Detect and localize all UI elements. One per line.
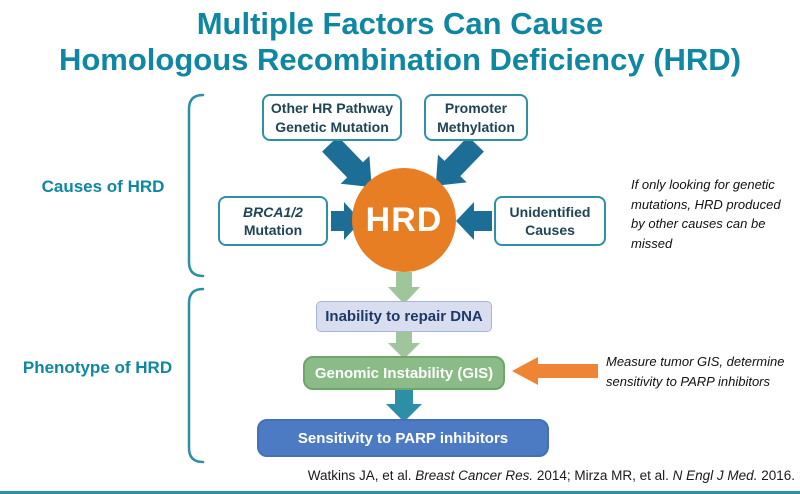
box-other-hr-pathway: Other HR Pathway Genetic Mutation xyxy=(262,94,402,141)
title-line1: Multiple Factors Can Cause xyxy=(196,6,604,41)
arrow-gis-to-parp xyxy=(386,389,422,422)
box-sensitivity-parp: Sensitivity to PARP inhibitors xyxy=(257,419,549,457)
causes-bracket xyxy=(187,93,205,278)
citation-part2: 2014; Mirza MR, et al. xyxy=(533,468,673,483)
box-brca-line1: BRCA1/2 xyxy=(243,203,303,220)
box-unidentified-line1: Unidentified xyxy=(509,203,591,220)
note-measure-gis: Measure tumor GIS, determine sensitivity… xyxy=(606,354,785,389)
box-unidentified-causes: Unidentified Causes xyxy=(494,196,606,246)
box-other-hr-line1: Other HR Pathway xyxy=(270,100,394,117)
page-title: Multiple Factors Can Cause Homologous Re… xyxy=(0,6,800,78)
arrow-hrd-to-inability xyxy=(388,272,420,304)
phenotype-section-label: Phenotype of HRD xyxy=(22,358,173,377)
phenotype-bracket xyxy=(187,287,205,464)
citation-journal2: N Engl J Med. xyxy=(672,468,758,483)
hrd-label: HRD xyxy=(365,200,443,239)
citation-part1: Watkins JA, et al. xyxy=(307,468,416,483)
box-inability-repair-dna: Inability to repair DNA xyxy=(316,301,492,332)
bottom-accent-bar xyxy=(0,491,800,494)
title-line2: Homologous Recombination Deficiency (HRD… xyxy=(58,41,742,77)
box-promoter-methylation: Promoter Methylation xyxy=(424,94,528,141)
citation-journal1: Breast Cancer Res. xyxy=(415,468,534,483)
citation: Watkins JA, et al. Breast Cancer Res. 20… xyxy=(308,468,795,483)
arrow-inability-to-gis xyxy=(388,331,420,359)
arrow-unidentified-to-hrd xyxy=(456,202,492,240)
note-genetic-mutations: If only looking for genetic mutations, H… xyxy=(631,177,781,251)
box-promoter-line1: Promoter xyxy=(444,100,508,117)
box-promoter-line2: Methylation xyxy=(437,118,515,135)
hrd-circle: HRD xyxy=(352,168,456,272)
arrow-measure-gis xyxy=(512,357,598,385)
box-brca-line2: Mutation xyxy=(243,222,303,238)
box-brca-mutation: BRCA1/2 Mutation xyxy=(218,196,328,246)
box-other-hr-line2: Genetic Mutation xyxy=(275,118,389,135)
causes-section-label: Causes of HRD xyxy=(41,177,165,196)
box-unidentified-line2: Causes xyxy=(525,222,575,238)
box-genomic-instability: Genomic Instability (GIS) xyxy=(303,356,505,390)
citation-part3: 2016. xyxy=(757,468,795,483)
